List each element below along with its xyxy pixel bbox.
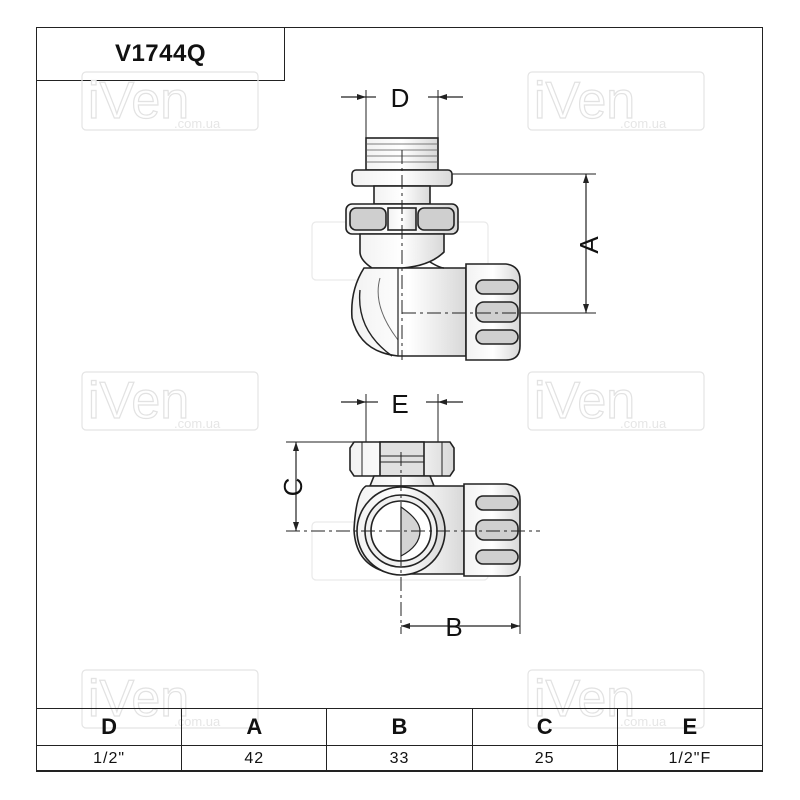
- svg-text:iVen: iVen: [88, 72, 189, 130]
- spec-value-d: 1/2": [35, 745, 183, 772]
- spec-header-b: B: [326, 708, 473, 746]
- model-title-box: V1744Q: [36, 27, 285, 81]
- plan-cap-grip-middle: [475, 519, 519, 541]
- cap-grip-top: [475, 279, 519, 295]
- elbow-contour: [358, 289, 393, 357]
- model-number: V1744Q: [114, 40, 207, 67]
- watermark-mid-right: iVen .com.ua: [527, 371, 705, 431]
- valve-elbow-body: [350, 267, 467, 357]
- svg-text:iVen: iVen: [534, 72, 635, 130]
- spec-table-value-row: 1/2" 42 33 25 1/2"F: [35, 745, 764, 772]
- nut-flat-right: [417, 207, 455, 231]
- svg-text:.com.ua: .com.ua: [620, 416, 667, 431]
- dimension-label-d: D: [391, 83, 410, 113]
- svg-text:iVen: iVen: [88, 372, 189, 430]
- elbow-highlight: [377, 277, 399, 341]
- cap-grip-bottom: [475, 329, 519, 345]
- svg-text:iVen: iVen: [534, 372, 635, 430]
- watermark-top-right: iVen .com.ua: [527, 71, 705, 131]
- valve-plan-view: [349, 441, 521, 577]
- spec-value-e: 1/2"F: [616, 745, 764, 772]
- svg-text:.com.ua: .com.ua: [620, 116, 667, 131]
- dimension-label-a: A: [574, 236, 604, 254]
- spec-header-e: E: [616, 708, 764, 746]
- dimension-label-b: B: [445, 612, 462, 642]
- hex-face-center: [379, 441, 425, 477]
- spec-value-a: 42: [181, 745, 328, 772]
- cap-grip-middle: [475, 301, 519, 323]
- nut-flat-left: [349, 207, 387, 231]
- plan-neck: [368, 475, 436, 487]
- spec-header-a: A: [181, 708, 328, 746]
- spec-table-header-row: D A B C E: [35, 708, 764, 746]
- dimension-label-e: E: [391, 389, 408, 419]
- svg-text:.com.ua: .com.ua: [174, 416, 221, 431]
- watermark-top-left: iVen .com.ua: [81, 71, 259, 131]
- side-view-construction-lines: [365, 90, 596, 360]
- plan-cap-grip-bottom: [475, 549, 519, 565]
- svg-text:.com.ua: .com.ua: [174, 116, 221, 131]
- spec-value-c: 25: [471, 745, 618, 772]
- spec-header-d: D: [35, 708, 183, 746]
- spec-value-b: 33: [326, 745, 473, 772]
- watermark-mid-left: iVen .com.ua: [81, 371, 259, 431]
- valve-side-view: [345, 137, 521, 361]
- elbow-web: [429, 261, 445, 269]
- spec-table: D A B C E 1/2" 42 33 25 1/2"F: [35, 708, 764, 772]
- dimension-label-c: C: [278, 478, 308, 497]
- plan-cap-grip-top: [475, 495, 519, 511]
- spec-header-c: C: [471, 708, 618, 746]
